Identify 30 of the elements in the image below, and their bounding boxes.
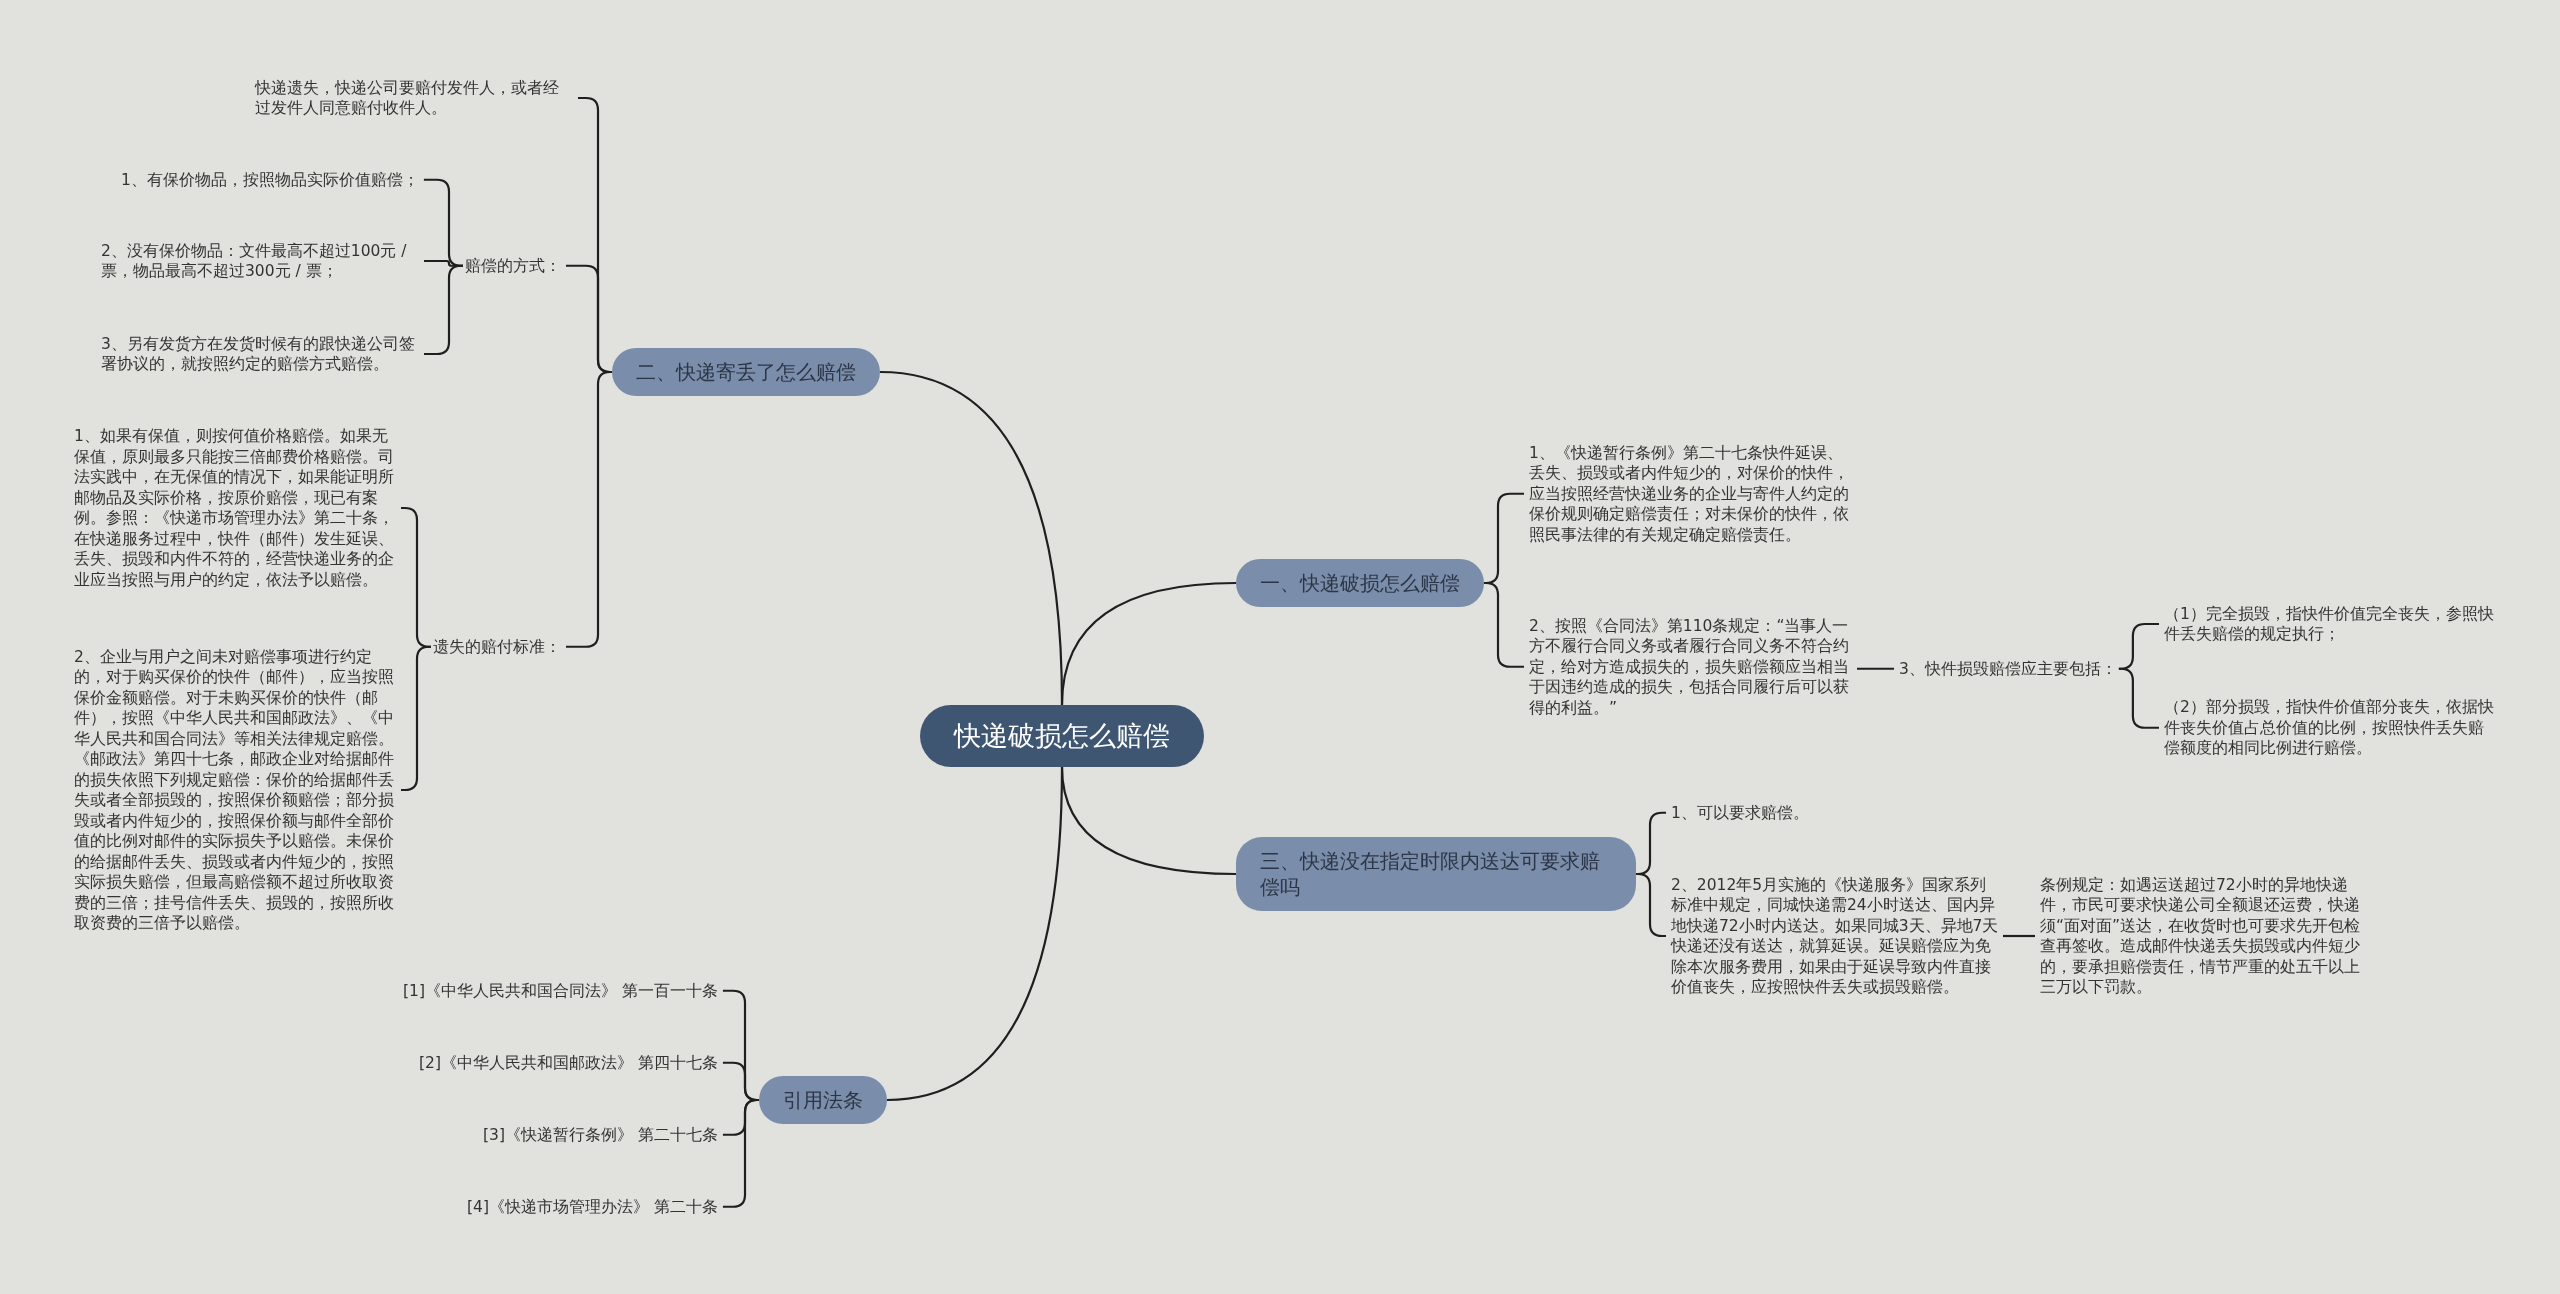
branch-text: 快递遗失，快递公司要赔付发件人，或者经过发件人同意赔付收件人。 xyxy=(253,76,575,120)
branch-text: 2、2012年5月实施的《快递服务》国家系列标准中规定，同城快递需24小时送达、国内异地快递72小时内送达。如果同城3天、异地7天快递还没有送达，就算延误。延误赔偿应为免除本次服务费用，如果由于延误导致内件直接价值丧失，应按照快件丢失或损毁赔偿。 xyxy=(1669,873,2003,999)
connector-line xyxy=(886,766,1064,1102)
branch-text: 1、《快递暂行条例》第二十七条快件延误、丢失、损毁或者内件短少的，对保价的快件，应当按照经营快递业务的企业与寄件人约定的保价规则确定赔偿责任；对未保价的快件，依照民事法律的有关规定确定赔偿责任。 xyxy=(1527,441,1857,546)
branch-text: 2、按照《合同法》第110条规定：“当事人一方不履行合同义务或者履行合同义务不符合约定，给对方造成损失的，损失赔偿额应当相当于因违约造成的损失，包括合同履行后可以获得的利益。” xyxy=(1527,614,1857,719)
branch-text: 遗失的赔付标准： xyxy=(431,635,563,658)
branch-text: [4]《快递市场管理办法》 第二十条 xyxy=(465,1195,720,1218)
branch-text: 2、没有保价物品：文件最高不超过100元 / 票，物品最高不超过300元 / 票； xyxy=(99,239,421,283)
branch-text: 条例规定：如遇运送超过72小时的异地快递件，市民可要求快递公司全额退还运费，快递须“面对面”送达，在收货时也可要求先开包检查再签收。造成邮件快递丢失损毁或内件短少的，要承担赔偿责任，情节严重的处五千以上三万以下罚款。 xyxy=(2038,873,2376,999)
branch-text: 3、另有发货方在发货时候有的跟快递公司签署协议的，就按照约定的赔偿方式赔偿。 xyxy=(99,332,421,376)
branch-text: 1、有保价物品，按照物品实际价值赔偿； xyxy=(119,168,421,191)
branch-text: 3、快件损毁赔偿应主要包括： xyxy=(1897,657,2119,680)
connector-line xyxy=(1857,667,1894,670)
topic-pill: 二、快递寄丢了怎么赔偿 xyxy=(612,348,880,396)
topic-pill: 引用法条 xyxy=(759,1076,887,1124)
branch-text: [1]《中华人民共和国合同法》 第一百一十条 xyxy=(401,979,720,1002)
branch-text: 1、可以要求赔偿。 xyxy=(1669,801,1811,824)
branch-text: [3]《快递暂行条例》 第二十七条 xyxy=(481,1123,720,1146)
branch-text: 赔偿的方式： xyxy=(463,254,563,277)
connector-line xyxy=(1060,581,1237,706)
connector-line xyxy=(566,370,613,648)
branch-text: （2）部分损毁，指快件价值部分丧失，依据快件丧失价值占总价值的比例，按照快件丢失赔偿额度的相同比例进行赔偿。 xyxy=(2162,696,2496,760)
branch-text: （1）完全损毁，指快件价值完全丧失，参照快件丢失赔偿的规定执行； xyxy=(2162,602,2496,646)
topic-pill: 三、快递没在指定时限内送达可要求赔偿吗 xyxy=(1236,837,1636,911)
central-topic: 快递破损怎么赔偿 xyxy=(920,705,1204,767)
topic-pill: 一、快递破损怎么赔偿 xyxy=(1236,559,1484,607)
branch-text: [2]《中华人民共和国邮政法》 第四十七条 xyxy=(417,1051,720,1074)
connector-line xyxy=(2003,934,2035,938)
branch-text: 1、如果有保值，则按何值价格赔偿。如果无保值，原则最多只能按三倍邮费价格赔偿。司法实践中，在无保值的情况下，如果能证明所邮物品及实际价格，按原价赔偿，现已有案例。参照：《快递市场管理办法》第二十条，在快递服务过程中，快件（邮件）发生延误、丢失、损毁和内件不符的，经营快递业务的企业应当按照与用户的约定，依法予以赔偿。 xyxy=(72,425,398,591)
branch-text: 2、企业与用户之间未对赔偿事项进行约定的，对于购买保价的快件（邮件），应当按照保价金额赔偿。对于未购买保价的快件（邮件），按照《中华人民共和国邮政法》、《中华人民共和国合同法》等相关法律规定赔偿。《邮政法》第四十七条，邮政企业对给据邮件的损失依照下列规定赔偿：保价的给据邮件丢失或者全部损毁的，按照保价额赔偿；部分损毁或者内件短少的，按照保价额与邮件全部价值的比例对邮件的实际损失予以赔偿。未保价的给据邮件丢失、损毁或者内件短少的，按照实际损失赔偿，但最高赔偿额不超过所收取资费的三倍；挂号信件丢失、损毁的，按照所收取资费的三倍予以赔偿。 xyxy=(72,645,398,935)
